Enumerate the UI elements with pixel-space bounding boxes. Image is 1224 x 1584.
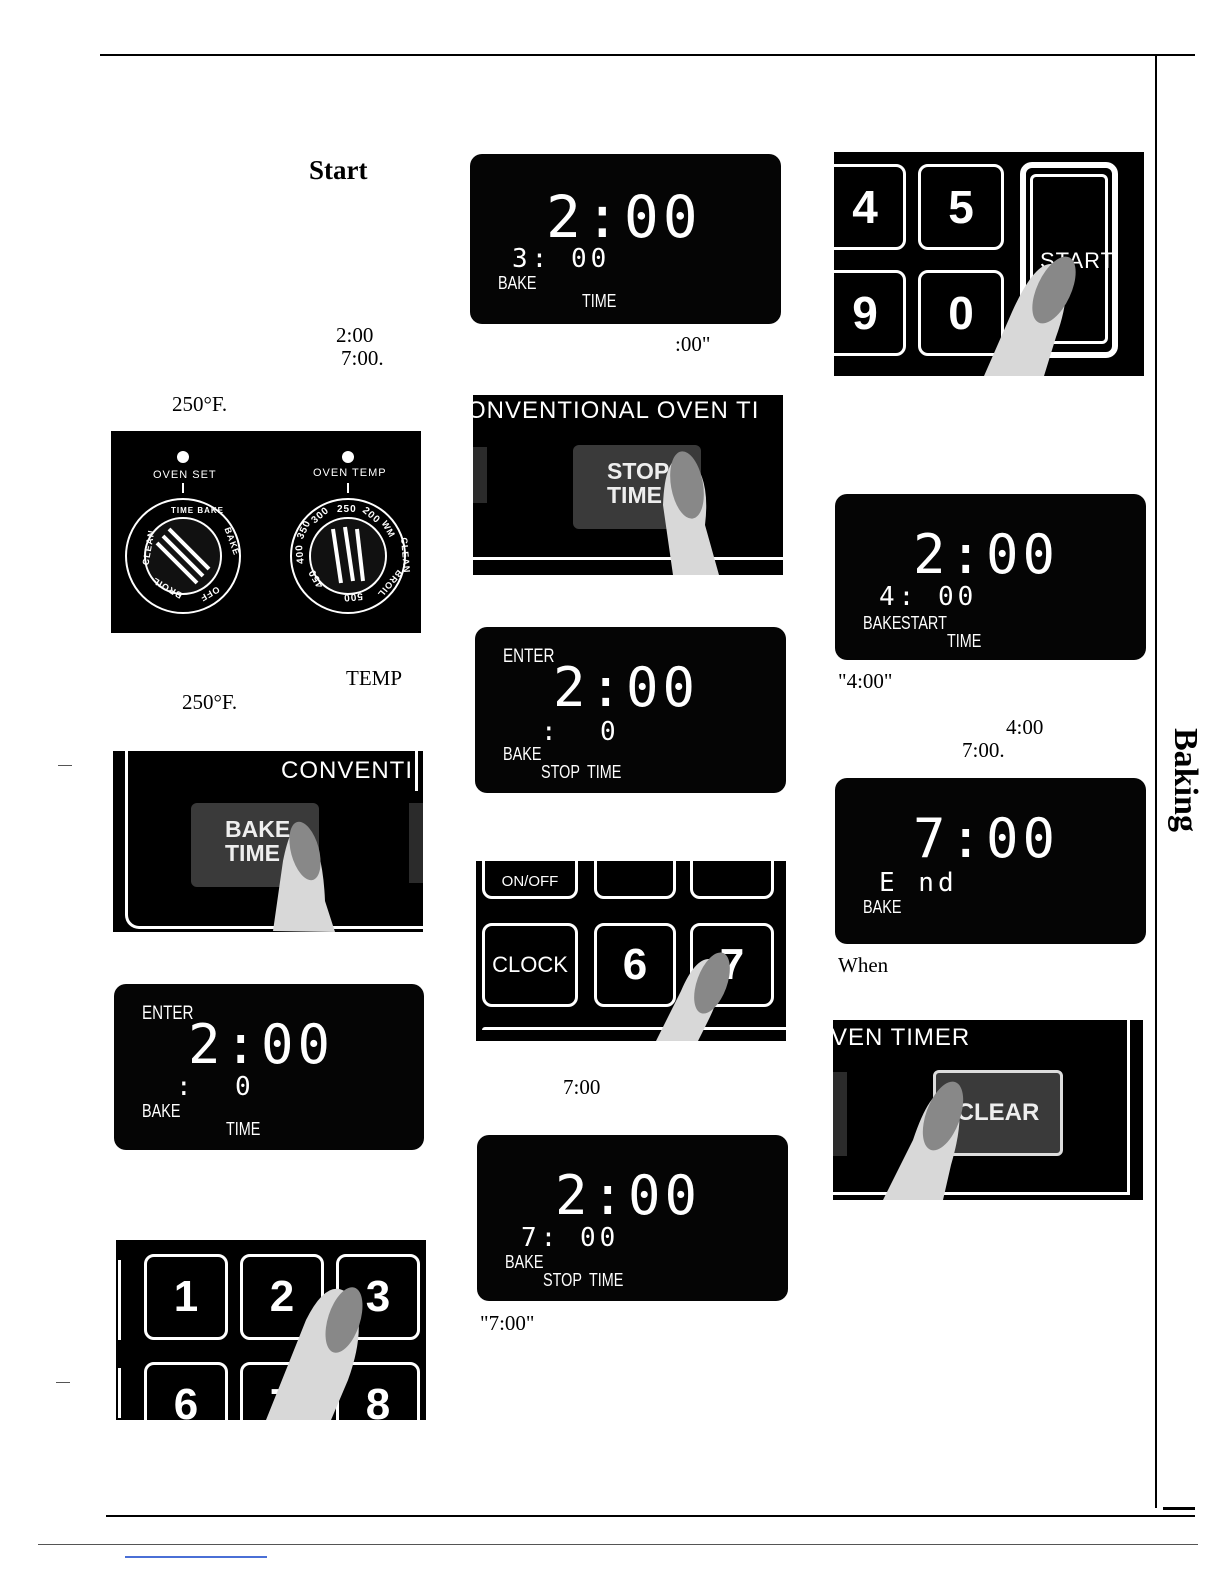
display-enter-stop-time: ENTER 2:00 : 0 BAKE STOP TIME bbox=[475, 627, 786, 793]
bake-time-panel: CONVENTI BAKE TIME bbox=[113, 751, 423, 932]
dials-illustration bbox=[125, 451, 406, 614]
display-big-time: 2:00 bbox=[555, 1164, 702, 1227]
finger-icon bbox=[266, 1287, 363, 1420]
side-tab-rule bbox=[1163, 1507, 1195, 1510]
time-label: TIME bbox=[587, 762, 622, 782]
bake-label: BAKE bbox=[863, 897, 902, 917]
time-label: TIME bbox=[582, 291, 617, 311]
display-small-time: 4: 00 bbox=[879, 582, 978, 612]
display-enter-bake-time: ENTER 2:00 : 0 BAKE TIME bbox=[114, 984, 424, 1150]
time-7-00-col3: 7:00. bbox=[962, 738, 1005, 762]
oven-set-label: OVEN SET bbox=[153, 469, 217, 481]
key-5[interactable]: 5 bbox=[918, 164, 1004, 250]
display-bake-time-3-00: 2:00 3: 00 BAKE TIME bbox=[470, 154, 781, 324]
key-2[interactable] bbox=[690, 861, 774, 899]
display-stop-time-7-00: 2:00 7: 00 BAKE STOP TIME bbox=[477, 1135, 788, 1301]
start-label-lcd: START bbox=[901, 613, 947, 633]
key-0[interactable]: 0 bbox=[918, 270, 1004, 356]
oven-dials-panel: OVEN SET OVEN TEMP TIME BAKE BAKE OFF BR… bbox=[111, 431, 421, 633]
enter-label: ENTER bbox=[142, 1003, 194, 1024]
temp-mark-400: 400 bbox=[294, 543, 307, 565]
time-label: TIME bbox=[947, 631, 982, 651]
keypad-1-8: 1 2 3 6 7 8 bbox=[116, 1240, 426, 1420]
bake-label: BAKE bbox=[503, 744, 542, 764]
temp-mark-clean: CLEAN bbox=[398, 537, 413, 574]
display-small-time: : 0 bbox=[541, 717, 620, 747]
bake-label: BAKE bbox=[863, 613, 902, 633]
quote-400: "4:00" bbox=[838, 669, 893, 693]
bottom-rule bbox=[106, 1515, 1195, 1517]
key-6[interactable]: 6 bbox=[144, 1362, 228, 1420]
key-1[interactable]: 1 bbox=[144, 1254, 228, 1340]
key-6[interactable]: 6 bbox=[594, 923, 676, 1007]
quote-00: :00" bbox=[675, 332, 711, 356]
margin-mark bbox=[56, 1382, 70, 1383]
bake-time-button[interactable]: BAKE TIME bbox=[191, 803, 319, 887]
timer-clear-header: VEN TIMER bbox=[833, 1024, 971, 1051]
keypad-clock-6-7: ON/OFF CLOCK 6 7 bbox=[476, 861, 786, 1041]
display-small-time: 7: 00 bbox=[521, 1223, 620, 1253]
finger-icon bbox=[663, 451, 719, 575]
stop-label: STOP bbox=[541, 762, 580, 782]
key-1[interactable] bbox=[594, 861, 676, 899]
footer-link-rule bbox=[125, 1556, 267, 1558]
temp-mark-250: 250 bbox=[337, 504, 357, 515]
timer-on-off-button[interactable]: ON/OFF bbox=[482, 861, 578, 899]
display-start-time-4-00: 2:00 4: 00 BAKE START TIME bbox=[835, 494, 1146, 660]
margin-mark bbox=[58, 765, 72, 766]
when-word: When bbox=[838, 953, 889, 977]
start-word: Start bbox=[309, 155, 368, 185]
finger-icon bbox=[984, 256, 1076, 376]
time-7-00: 7:00. bbox=[341, 346, 384, 370]
stop-time-panel: ONVENTIONAL OVEN TI STOP TIME bbox=[473, 395, 783, 575]
finger-icon bbox=[883, 1081, 964, 1200]
side-rule bbox=[1155, 54, 1157, 1508]
section-tab-baking: Baking bbox=[1167, 728, 1204, 832]
top-rule bbox=[100, 54, 1195, 56]
footer-rule bbox=[38, 1544, 1198, 1545]
time-7-00-col2: 7:00 bbox=[563, 1075, 601, 1099]
display-end-7-00: 7:00 E nd BAKE bbox=[835, 778, 1146, 944]
clock-button[interactable]: CLOCK bbox=[482, 923, 578, 1007]
set-mark-time-bake: TIME BAKE bbox=[171, 506, 224, 515]
temp-mark-500: 500 bbox=[342, 590, 364, 603]
quote-700: "7:00" bbox=[480, 1311, 535, 1335]
temp-word: TEMP bbox=[346, 666, 403, 690]
finger-icon bbox=[656, 952, 730, 1041]
start-button[interactable] bbox=[1020, 162, 1118, 358]
time-2-00: 2:00 bbox=[336, 323, 374, 347]
key-4[interactable]: 4 bbox=[834, 164, 906, 250]
display-big-time: 2:00 bbox=[553, 656, 700, 719]
display-big-time: 2:00 bbox=[188, 1013, 335, 1076]
stop-label: STOP bbox=[543, 1270, 582, 1290]
temp-250: 250°F. bbox=[172, 392, 228, 416]
finger-icon bbox=[273, 821, 335, 932]
enter-label: ENTER bbox=[503, 646, 555, 667]
timer-clear-panel: VEN TIMER CLEAR bbox=[833, 1020, 1143, 1200]
bake-label: BAKE bbox=[505, 1252, 544, 1272]
bake-label: BAKE bbox=[498, 273, 537, 293]
bake-time-header: CONVENTI bbox=[281, 757, 414, 784]
display-big-time: 2:00 bbox=[546, 183, 702, 251]
time-label: TIME bbox=[589, 1270, 624, 1290]
time-label: TIME bbox=[226, 1119, 261, 1139]
oven-temp-label: OVEN TEMP bbox=[313, 467, 387, 479]
time-4-00: 4:00 bbox=[1006, 715, 1044, 739]
display-small-time: : 0 bbox=[176, 1072, 255, 1102]
keypad-start: 4 5 9 0 START bbox=[834, 152, 1144, 376]
display-big-time: 7:00 bbox=[913, 807, 1060, 870]
display-big-time: 2:00 bbox=[913, 523, 1060, 586]
display-end-text: E nd bbox=[879, 868, 958, 898]
display-small-time: 3: 00 bbox=[512, 244, 611, 274]
on-off-label: ON/OFF bbox=[501, 873, 559, 890]
stop-time-header: ONVENTIONAL OVEN TI bbox=[473, 397, 760, 424]
key-9[interactable]: 9 bbox=[834, 270, 906, 356]
bake-label: BAKE bbox=[142, 1101, 181, 1121]
temp-250-b: 250°F. bbox=[182, 690, 238, 714]
key-2[interactable]: 2 bbox=[240, 1254, 324, 1340]
